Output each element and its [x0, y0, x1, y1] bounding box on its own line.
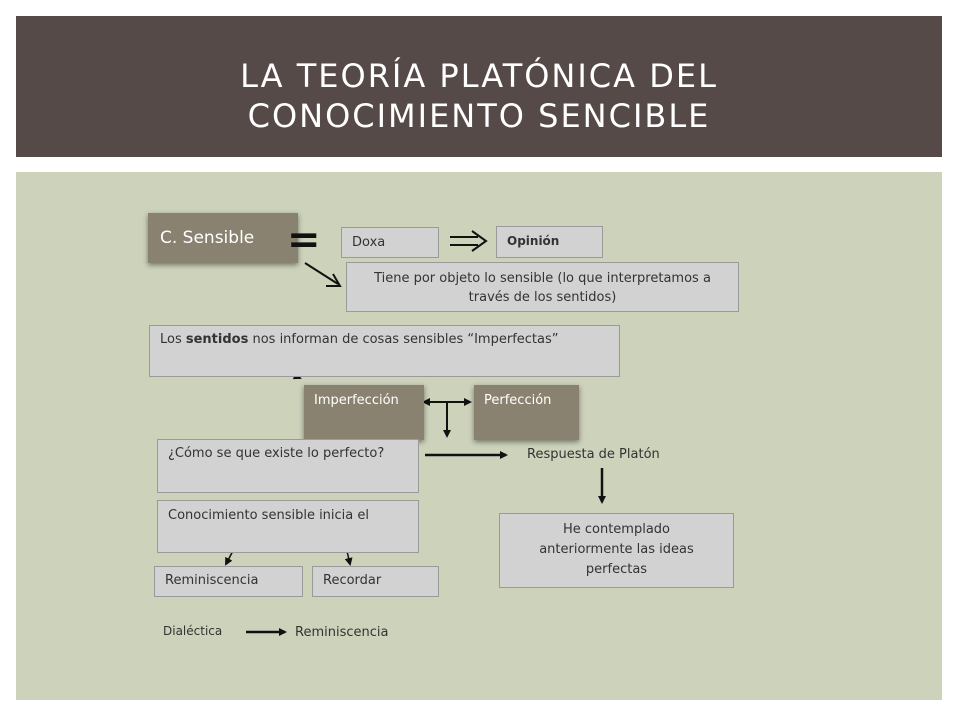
sentidos-box: Los sentidos nos informan de cosas sensi…	[149, 325, 620, 377]
sensible-to-objeto-arrow	[304, 262, 342, 287]
objeto-box: Tiene por objeto lo sensible (lo que int…	[346, 262, 739, 312]
equals-symbol: =	[287, 217, 321, 263]
reminiscencia-final-label: Reminiscencia	[295, 625, 389, 640]
doxa-box: Doxa	[341, 227, 439, 258]
title-bar: LA TEORÍA PLATÓNICA DEL CONOCIMIENTO SEN…	[16, 16, 942, 157]
dialectica-label: Dialéctica	[163, 624, 223, 638]
sentidos-suffix: nos informan de cosas sensibles “Imperfe…	[248, 332, 559, 347]
inicia-box: Conocimiento sensible inicia el	[157, 500, 419, 553]
recordar-box: Recordar	[312, 566, 439, 597]
imperfeccion-box: Imperfección	[304, 385, 424, 440]
pregunta-box: ¿Cómo se que existe lo perfecto?	[157, 439, 419, 493]
doxa-to-opinion-arrow	[450, 230, 488, 252]
reminiscencia-box: Reminiscencia	[154, 566, 303, 597]
contemplado-box: He contemplado anteriormente las ideas p…	[499, 513, 734, 588]
sentidos-prefix: Los	[160, 332, 186, 347]
sensible-box: C. Sensible	[148, 213, 298, 263]
sentidos-bold: sentidos	[185, 332, 249, 347]
slide-title: LA TEORÍA PLATÓNICA DEL CONOCIMIENTO SEN…	[240, 57, 718, 135]
opinion-box: Opinión	[496, 226, 603, 258]
perfeccion-box: Perfección	[474, 385, 579, 440]
respuesta-label: Respuesta de Platón	[527, 447, 660, 462]
